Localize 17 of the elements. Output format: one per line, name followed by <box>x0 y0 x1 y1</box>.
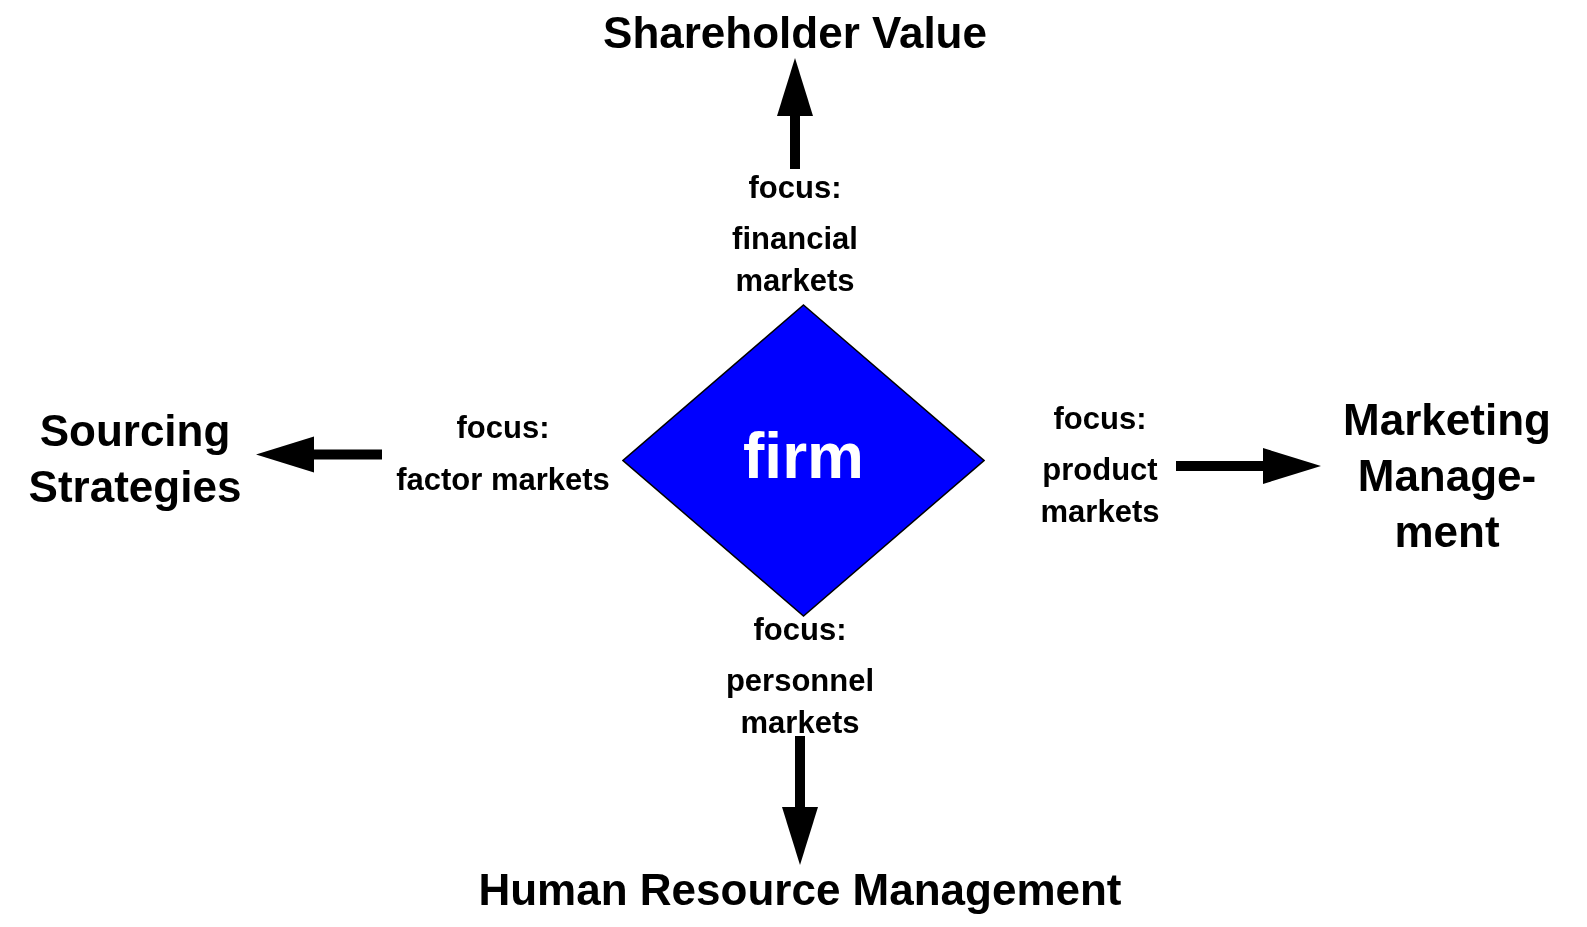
market-label: financial markets <box>731 220 859 301</box>
area-title: Sourcing Strategies <box>27 404 243 513</box>
area-title: Shareholder Value <box>603 10 987 57</box>
arrow <box>777 58 813 169</box>
node-label: firm <box>742 420 865 491</box>
focus-heading: focus: <box>753 611 847 649</box>
focus-heading: focus: <box>748 169 842 207</box>
area-title: Marketing Manage- ment <box>1342 393 1552 559</box>
focus-heading: focus: <box>456 409 550 448</box>
market-label: product markets <box>1039 451 1161 532</box>
focus-heading: focus: <box>1053 400 1147 438</box>
arrow <box>256 436 382 473</box>
area-title: Human Resource Management <box>478 866 1122 913</box>
arrow <box>1176 448 1321 484</box>
market-label: factor markets <box>396 460 610 499</box>
market-label: personnel markets <box>724 662 876 743</box>
arrow <box>782 736 818 865</box>
